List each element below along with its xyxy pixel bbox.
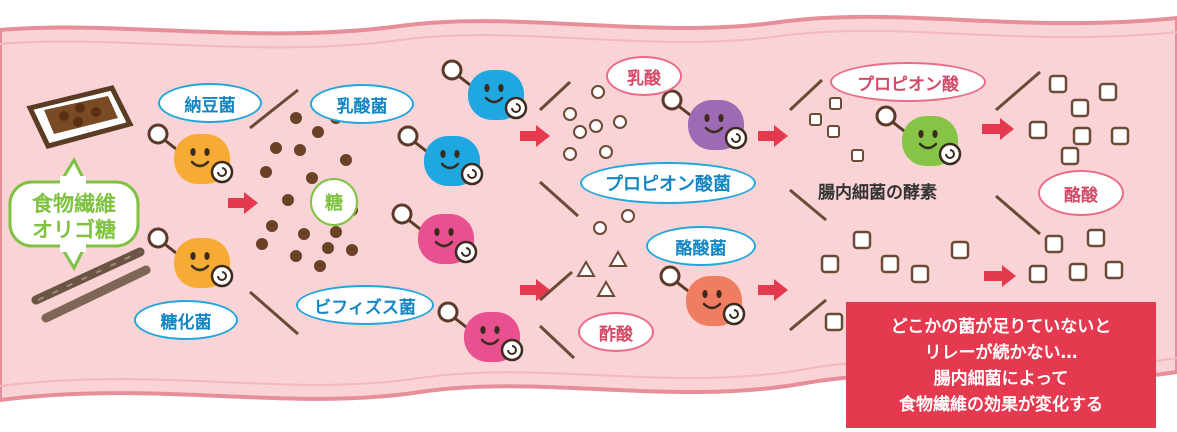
callout-line-4: 食物繊維の効果が変化する (846, 392, 1156, 418)
enzyme-caption: 腸内細菌の酵素 (818, 178, 937, 203)
acetic-acid-label: 酢酸 (578, 312, 654, 352)
callout-line-2: リレーが続かない… (846, 340, 1156, 366)
saccharifying-bacteria-label: 糖化菌 (134, 300, 238, 340)
sugar-label: 糖 (310, 178, 358, 226)
fiber-label-line2: オリゴ糖 (20, 214, 128, 244)
propionic-bacteria-label: プロピオン酸菌 (580, 162, 756, 204)
callout-line-1: どこかの菌が足りていないと (846, 314, 1156, 340)
lactic-acid-label: 乳酸 (606, 56, 682, 96)
butyric-acid-label: 酪酸 (1038, 170, 1124, 216)
warning-callout: どこかの菌が足りていないと リレーが続かない… 腸内細菌によって 食物繊維の効果… (846, 302, 1156, 428)
callout-line-3: 腸内細菌によって (846, 366, 1156, 392)
natto-bacteria-label: 納豆菌 (158, 83, 262, 123)
butyric-bacteria-label: 酪酸菌 (646, 226, 756, 266)
propionic-acid-label: プロピオン酸 (830, 62, 986, 102)
bifidus-bacteria-label: ビフィズス菌 (296, 285, 434, 325)
lactic-bacteria-label: 乳酸菌 (310, 84, 414, 124)
